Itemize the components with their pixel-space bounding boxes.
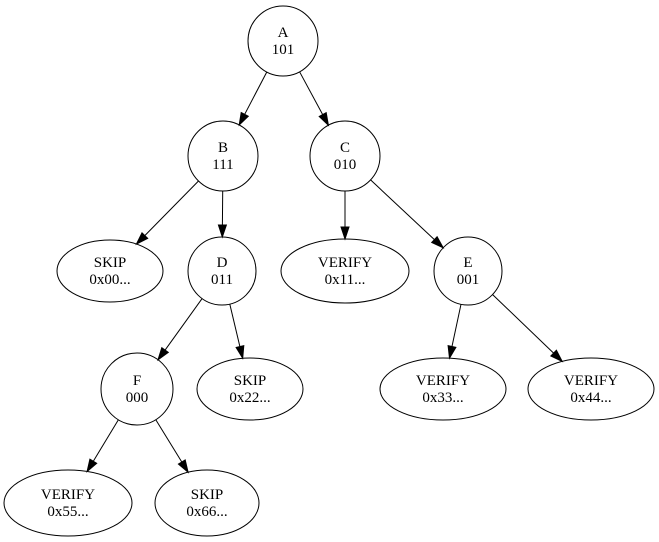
node-VERIFY55-shape — [3, 469, 133, 537]
edges-group — [86, 71, 564, 474]
node-A-label-line1: A — [278, 25, 289, 41]
arrowhead-icon — [157, 346, 170, 362]
node-SKIP66-label-line1: SKIP — [191, 487, 224, 503]
edge-E-VERIFY44 — [492, 294, 564, 363]
node-D-shape — [187, 236, 257, 306]
edge-F-VERIFY55 — [86, 419, 119, 473]
edge-F-SKIP66 — [155, 419, 189, 474]
edge-B-SKIP00 — [135, 180, 199, 246]
edge-C-VERIFY11 — [340, 191, 350, 241]
node-SKIP00-label-line1: SKIP — [94, 255, 127, 271]
edge-A-C — [299, 71, 330, 127]
node-VERIFY55: VERIFY0x55... — [3, 469, 133, 537]
node-B-label-line1: B — [218, 140, 228, 156]
node-SKIP22-label-line1: SKIP — [234, 373, 267, 389]
arrowhead-icon — [549, 349, 564, 363]
node-C-label-line1: C — [340, 140, 350, 156]
edge-A-B — [238, 71, 268, 127]
edge-line — [229, 303, 241, 347]
node-F-label-line2: 000 — [126, 390, 149, 406]
node-VERIFY11-shape — [280, 238, 410, 304]
edge-line — [244, 71, 268, 115]
node-A-shape — [247, 5, 319, 77]
arrowhead-icon — [318, 111, 330, 127]
node-VERIFY55-label-line1: VERIFY — [41, 487, 95, 503]
node-SKIP66-label-line2: 0x66... — [186, 504, 227, 520]
nodes-group: A101B111C010SKIP0x00...D011VERIFY0x11...… — [3, 5, 655, 537]
node-VERIFY33-shape — [379, 357, 507, 421]
node-F-label-line1: F — [133, 373, 141, 389]
node-B-shape — [187, 120, 259, 192]
edge-D-SKIP22 — [229, 303, 245, 360]
edge-line — [492, 294, 554, 354]
node-VERIFY44-label-line2: 0x44... — [570, 390, 611, 406]
node-B-label-line2: 111 — [212, 157, 233, 173]
node-C-label-line2: 010 — [334, 157, 357, 173]
edge-line — [370, 179, 435, 240]
arrowhead-icon — [86, 458, 98, 473]
edge-line — [144, 180, 199, 236]
node-VERIFY55-label-line2: 0x55... — [47, 504, 88, 520]
arrowhead-icon — [235, 345, 245, 360]
node-SKIP22-label-line2: 0x22... — [229, 390, 270, 406]
node-VERIFY33-label-line2: 0x33... — [422, 390, 463, 406]
node-VERIFY11-label-line2: 0x11... — [325, 272, 366, 288]
node-SKIP00-shape — [56, 239, 164, 303]
node-D-label-line1: D — [217, 255, 228, 271]
node-SKIP66-shape — [154, 469, 260, 537]
edge-C-E — [370, 179, 445, 249]
edge-line — [299, 71, 324, 115]
node-E-label-line1: E — [463, 255, 472, 271]
arrowhead-icon — [177, 459, 189, 474]
node-VERIFY44: VERIFY0x44... — [527, 357, 655, 421]
node-VERIFY44-label-line1: VERIFY — [564, 373, 618, 389]
arrowhead-icon — [217, 224, 228, 239]
edge-E-VERIFY33 — [447, 304, 462, 360]
edge-line — [164, 298, 203, 351]
arrowhead-icon — [238, 111, 250, 127]
node-F-shape — [100, 352, 174, 426]
arrowhead-icon — [135, 231, 149, 246]
node-SKIP22-shape — [196, 357, 304, 421]
node-SKIP00-label-line2: 0x00... — [89, 272, 130, 288]
node-D-label-line2: 011 — [211, 272, 233, 288]
arrowhead-icon — [447, 344, 457, 360]
arrowhead-icon — [430, 235, 445, 249]
arrowhead-icon — [340, 226, 350, 241]
node-VERIFY11-label-line1: VERIFY — [318, 255, 372, 271]
node-E-label-line2: 001 — [457, 272, 480, 288]
node-E-shape — [433, 236, 503, 306]
node-VERIFY11: VERIFY0x11... — [280, 238, 410, 304]
node-VERIFY33: VERIFY0x33... — [379, 357, 507, 421]
edge-line — [92, 419, 119, 462]
node-SKIP22: SKIP0x22... — [196, 357, 304, 421]
edge-D-F — [157, 298, 203, 362]
node-C-shape — [309, 120, 381, 192]
node-SKIP00: SKIP0x00... — [56, 239, 164, 303]
node-VERIFY33-label-line1: VERIFY — [416, 373, 470, 389]
node-A-label-line2: 101 — [272, 42, 295, 58]
node-VERIFY44-shape — [527, 357, 655, 421]
edge-line — [451, 304, 462, 347]
edge-B-D — [217, 190, 228, 239]
edge-line — [155, 419, 183, 463]
node-SKIP66: SKIP0x66... — [154, 469, 260, 537]
